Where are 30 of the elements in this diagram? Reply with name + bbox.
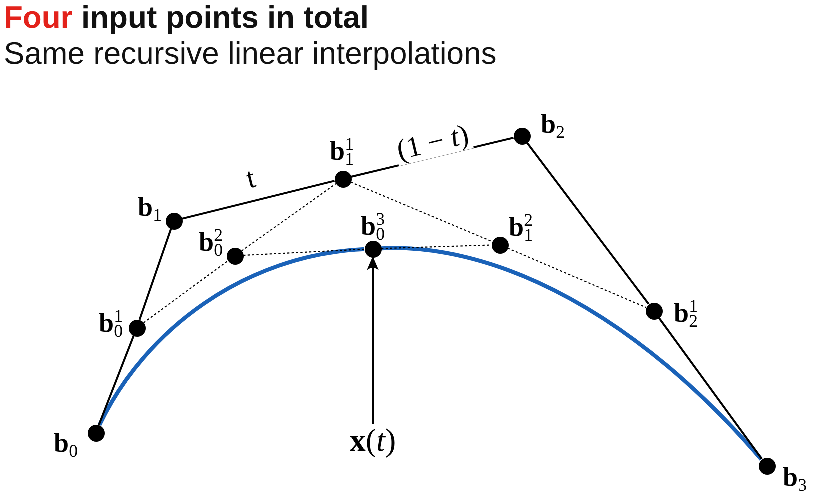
- point-dot: [128, 320, 146, 336]
- line-segment: [182, 180, 335, 220]
- point-label: b$_{0}$: [54, 428, 78, 458]
- point-dot: [758, 458, 776, 474]
- dotted-line: [242, 183, 336, 252]
- point-dot: [226, 248, 244, 264]
- line-segment: [138, 228, 172, 320]
- point-dot: [166, 212, 182, 230]
- dotted-line: [243, 248, 365, 256]
- point-dot: [492, 236, 508, 254]
- curve-line: [98, 247, 365, 426]
- dotted-line: [350, 182, 492, 242]
- point-dot: [334, 170, 352, 188]
- line-segment: [98, 336, 135, 426]
- dotted-line: [508, 248, 646, 308]
- point-label: b$_{1}$: [138, 192, 162, 222]
- line-segment: [658, 317, 763, 460]
- point-dot: [364, 240, 382, 258]
- point-dot: [88, 424, 104, 442]
- point-dot: [514, 128, 530, 144]
- point-dot: [646, 302, 662, 320]
- dotted-line: [144, 260, 228, 324]
- subtitle: Same recursive linear interpolations: [4, 36, 497, 72]
- point-label: b$_{2}$: [541, 110, 565, 138]
- point-label: b$_{3}$: [783, 462, 807, 492]
- curve-line: [381, 246, 763, 461]
- line-segment: [526, 142, 650, 305]
- math-label: x(t): [350, 424, 396, 458]
- dotted-line: [381, 244, 492, 250]
- title: Four input points in total: [4, 0, 370, 36]
